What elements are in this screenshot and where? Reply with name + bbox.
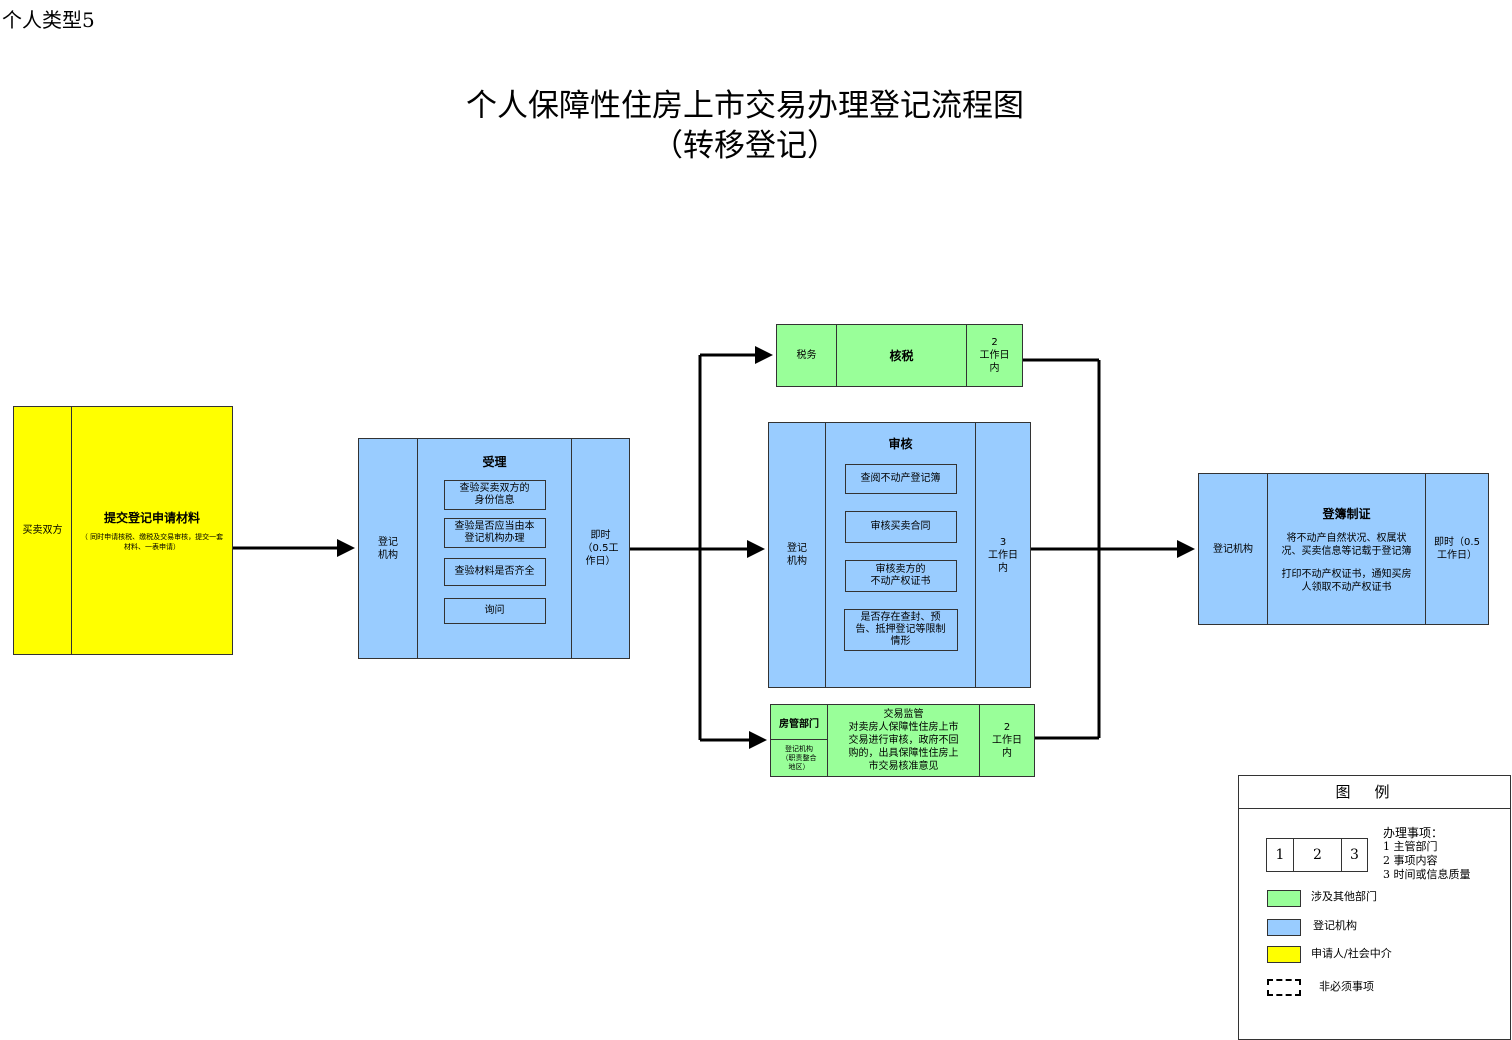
- legend-swatch-green: [1267, 890, 1301, 907]
- step-review: 登记 机构 审核 查阅不动产登记簿 审核买卖合同 审核卖方的 不动产权证书 是否…: [768, 422, 1031, 688]
- step-review-content: 审核 查阅不动产登记簿 审核买卖合同 审核卖方的 不动产权证书 是否存在查封、预…: [826, 423, 976, 687]
- step-final-title: 登簿制证: [1322, 506, 1371, 521]
- step-accept-item: 查验材料是否齐全: [443, 558, 546, 586]
- step-housing-dept-primary: 房管部门: [771, 705, 827, 740]
- step-tax-check: 税务 核税 2 工作日 内: [776, 324, 1023, 387]
- step-tax-title: 核税: [837, 325, 967, 386]
- document-type-label: 个人类型5: [2, 8, 95, 32]
- step-accept-item: 查验是否应当由本 登记机构办理: [443, 518, 546, 548]
- legend-yellow-label: 申请人/社会中介: [1311, 947, 1392, 960]
- step-housing-dept-alt: 登记机构 （职责整合 地区）: [781, 744, 817, 771]
- legend-cell: 1: [1267, 839, 1294, 871]
- step-review-item: 是否存在查封、预 告、抵押登记等限制 情形: [843, 609, 958, 651]
- step-final-time: 即时（0.5 工作日）: [1434, 537, 1480, 561]
- step-review-item: 审核买卖合同: [844, 511, 957, 543]
- legend-blue-label: 登记机构: [1313, 919, 1357, 932]
- legend-swatch-dashed: [1267, 979, 1301, 996]
- step-review-item: 查阅不动产登记簿: [844, 464, 957, 494]
- diagram-title: 个人保障性住房上市交易办理登记流程图: [466, 88, 1024, 124]
- step-submit-content: 提交登记申请材料 （ 同时申请核税、缴税及交易审核，提交一套材料、一表申请）: [72, 407, 232, 654]
- step-review-title: 审核: [888, 437, 913, 451]
- step-submit-party: 买卖双方: [14, 407, 72, 654]
- step-final-dept: 登记机构: [1199, 474, 1268, 624]
- step-housing-content: 交易监管 对卖房人保障性住房上市 交易进行审核，政府不回 购的，出具保障性住房上…: [828, 705, 980, 776]
- legend-cell: 2: [1294, 839, 1342, 871]
- step-accept-content: 受理 查验买卖双方的 身份信息 查验是否应当由本 登记机构办理 查验材料是否齐全…: [418, 439, 572, 658]
- step-review-time: 3 工作日 内: [988, 536, 1018, 574]
- step-submit-note: （ 同时申请核税、缴税及交易审核，提交一套材料、一表申请）: [80, 533, 224, 551]
- step-submit-title: 提交登记申请材料: [103, 511, 200, 525]
- legend-item: 1 主管部门: [1383, 840, 1438, 853]
- legend-item: 2 事项内容: [1383, 854, 1438, 867]
- step-housing-body: 对卖房人保障性住房上市 交易进行审核，政府不回 购的，出具保障性住房上 市交易核…: [848, 722, 959, 772]
- step-final-body1: 将不动产自然状况、权属状 况、买卖信息等记载于登记簿: [1281, 532, 1412, 557]
- legend-green-label: 涉及其他部门: [1311, 890, 1377, 903]
- legend-heading: 办理事项：: [1383, 826, 1444, 840]
- step-accept-title: 受理: [482, 455, 507, 469]
- step-final-body2: 打印不动产权证书，通知买房 人领取不动产权证书: [1281, 568, 1412, 593]
- step-accept: 登记 机构 受理 查验买卖双方的 身份信息 查验是否应当由本 登记机构办理 查验…: [358, 438, 630, 659]
- legend-swatch-yellow: [1267, 946, 1301, 963]
- step-accept-dept: 登记 机构: [359, 439, 418, 658]
- step-accept-item: 询问: [443, 598, 546, 624]
- step-final-content: 登簿制证 将不动产自然状况、权属状 况、买卖信息等记载于登记簿 打印不动产权证书…: [1268, 474, 1426, 624]
- step-tax-dept: 税务: [777, 325, 837, 386]
- legend-swatch-blue: [1267, 919, 1301, 936]
- step-housing-time: 2 工作日 内: [992, 722, 1022, 759]
- legend-cell: 3: [1350, 847, 1359, 863]
- step-review-item: 审核卖方的 不动产权证书: [844, 560, 957, 592]
- step-housing-title: 交易监管: [883, 709, 924, 720]
- step-housing-dept: 房管部门 登记机构 （职责整合 地区）: [771, 705, 828, 776]
- legend-item: 3 时间或信息质量: [1383, 868, 1471, 881]
- legend-panel: 图例 1 2 3 办理事项： 1 主管部门 2 事项内容 3 时间或信息质量 涉…: [1238, 775, 1511, 1040]
- step-accept-time: 即时 （0.5工 作日）: [582, 530, 619, 567]
- step-review-dept: 登记 机构: [769, 423, 826, 687]
- step-accept-item: 查验买卖双方的 身份信息: [443, 480, 546, 510]
- step-submit-application: 买卖双方 提交登记申请材料 （ 同时申请核税、缴税及交易审核，提交一套材料、一表…: [13, 406, 233, 655]
- step-tax-time: 2 工作日 内: [979, 337, 1010, 374]
- legend-dashed-label: 非必须事项: [1319, 980, 1374, 993]
- legend-sample-box: 1 2 3: [1266, 838, 1368, 872]
- step-register-certificate: 登记机构 登簿制证 将不动产自然状况、权属状 况、买卖信息等记载于登记簿 打印不…: [1198, 473, 1489, 625]
- legend-title: 图例: [1239, 776, 1510, 809]
- diagram-subtitle: （转移登记）: [652, 128, 838, 164]
- step-transaction-supervision: 房管部门 登记机构 （职责整合 地区） 交易监管 对卖房人保障性住房上市 交易进…: [770, 704, 1035, 777]
